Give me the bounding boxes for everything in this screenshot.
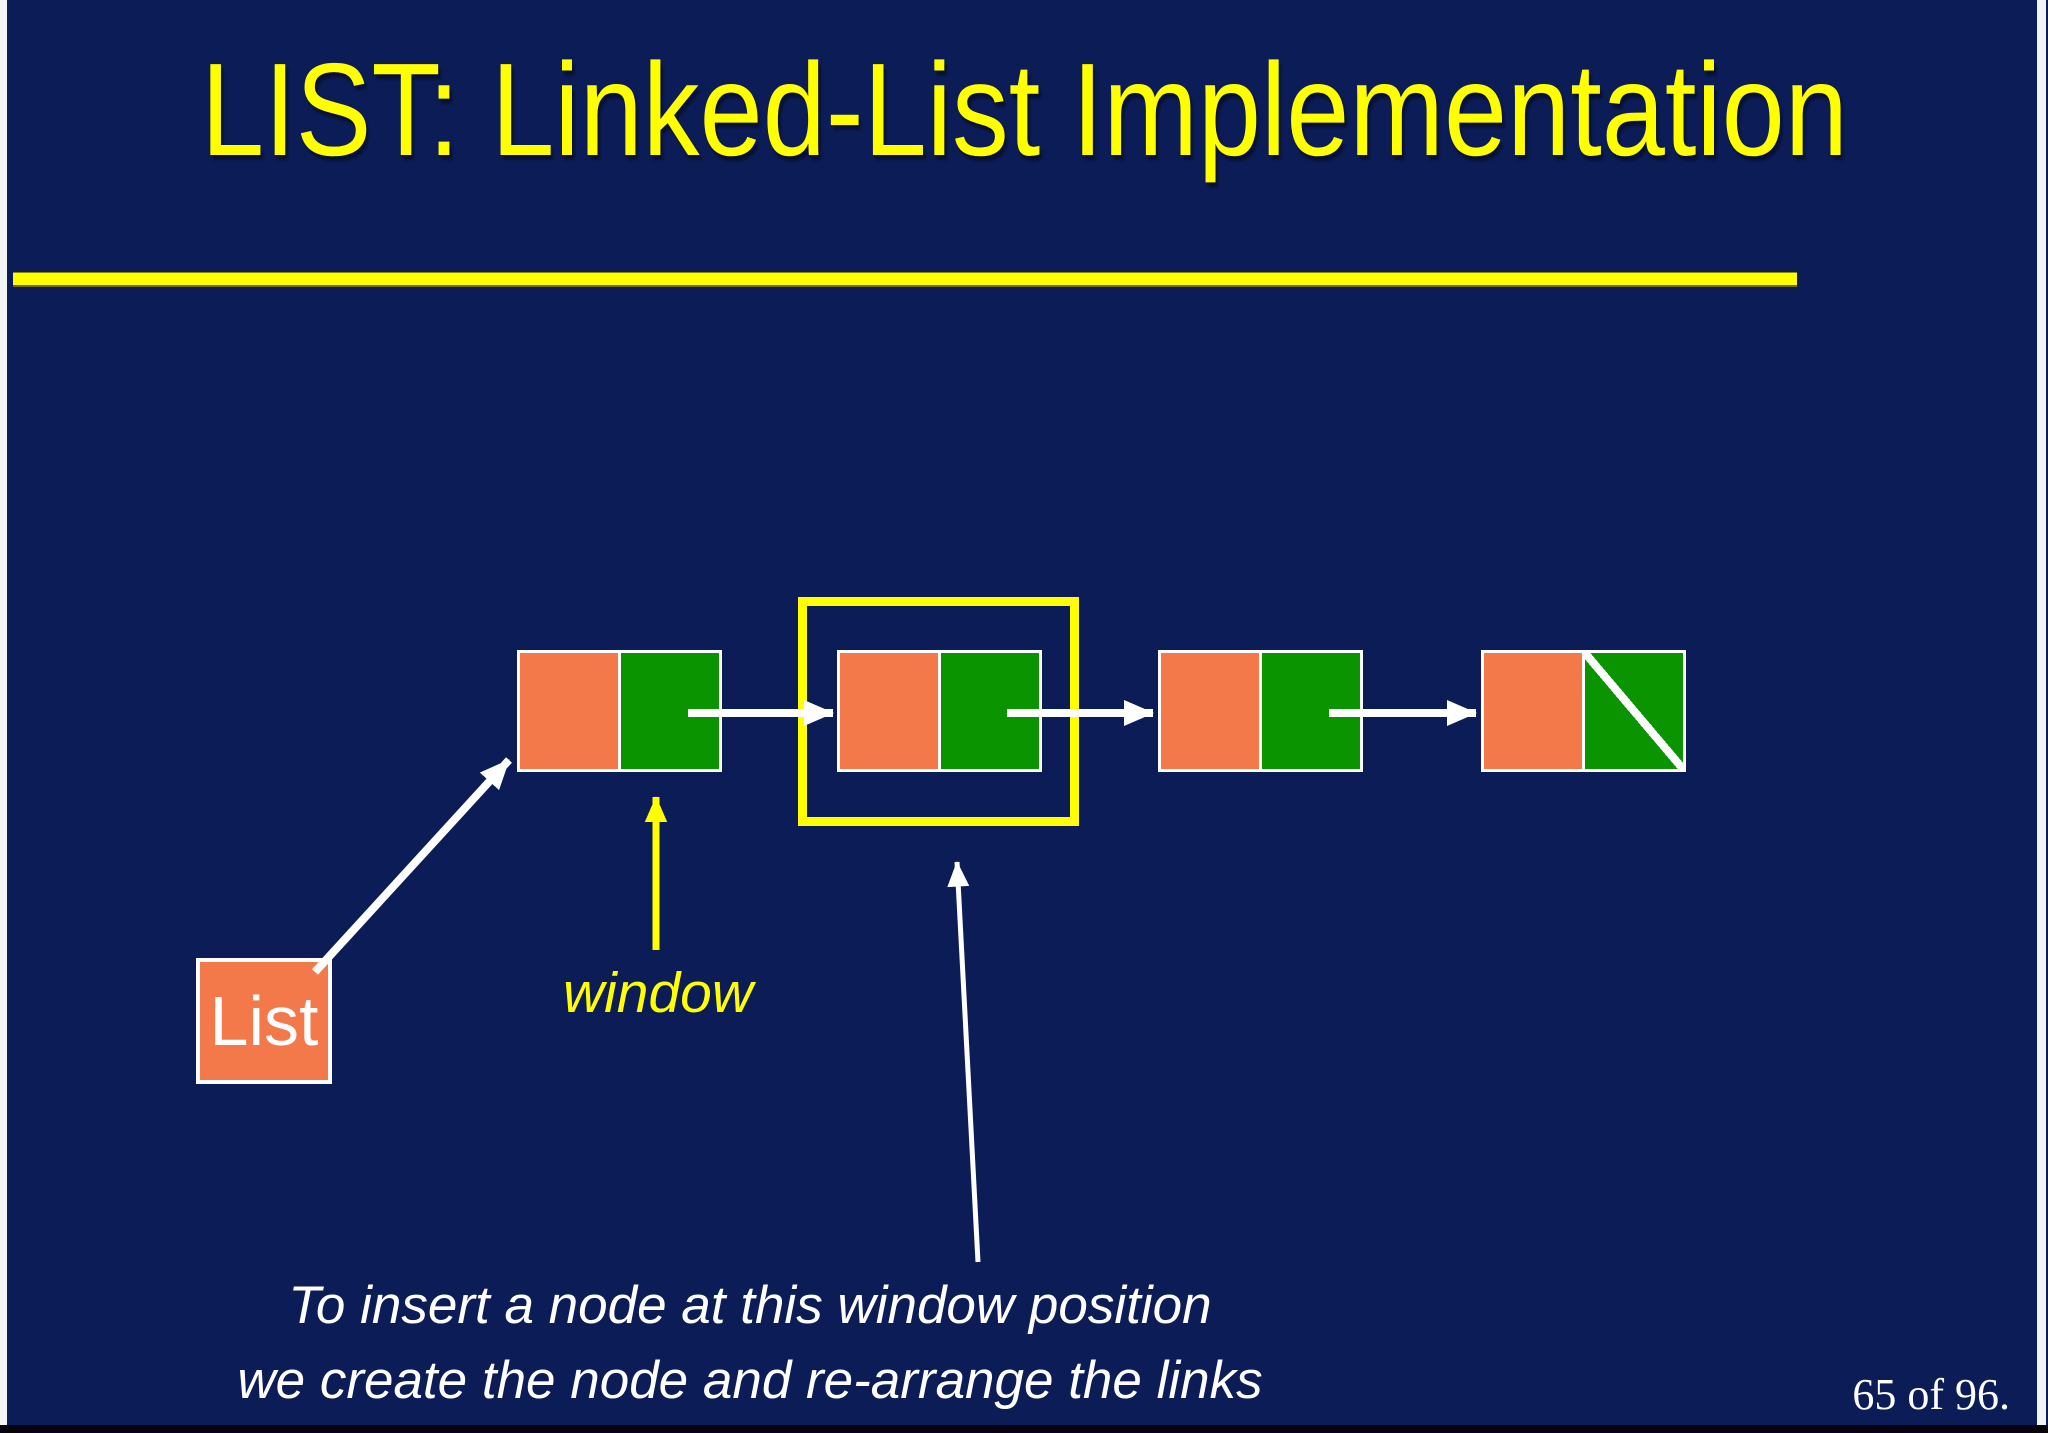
node-pointer-cell	[1585, 653, 1683, 769]
slide-title: LIST: Linked-List Implementation	[200, 36, 1848, 183]
title-row: LIST: Linked-List Implementation	[0, 30, 2048, 190]
node-data-cell	[840, 653, 938, 769]
list-node	[1158, 650, 1363, 772]
caption-pointer-arrow	[947, 861, 981, 1263]
page-indicator: 65 of 96.	[1852, 1370, 2010, 1419]
node-data-cell	[1161, 653, 1259, 769]
list-node-window	[837, 650, 1042, 772]
slide-left-edge	[0, 0, 7, 1433]
slide-right-edge	[2037, 0, 2046, 1433]
caption-line-2: we create the node and re-arrange the li…	[237, 1351, 1263, 1410]
caption-line-1: To insert a node at this window position	[288, 1276, 1212, 1335]
list-pointer-box: List	[196, 958, 332, 1084]
caption: To insert a node at this window position…	[150, 1268, 1350, 1418]
window-label: window	[562, 961, 754, 1025]
list-head-arrow	[312, 757, 512, 975]
title-underline	[13, 272, 1797, 287]
list-pointer-label: List	[209, 982, 319, 1060]
node-pointer-cell	[621, 653, 719, 769]
node-data-cell	[1484, 653, 1582, 769]
node-data-cell	[520, 653, 618, 769]
list-node-null	[1481, 650, 1686, 772]
list-node	[517, 650, 722, 772]
node-pointer-cell	[941, 653, 1039, 769]
slide-bottom-edge	[0, 1425, 2048, 1433]
node-pointer-cell	[1262, 653, 1360, 769]
